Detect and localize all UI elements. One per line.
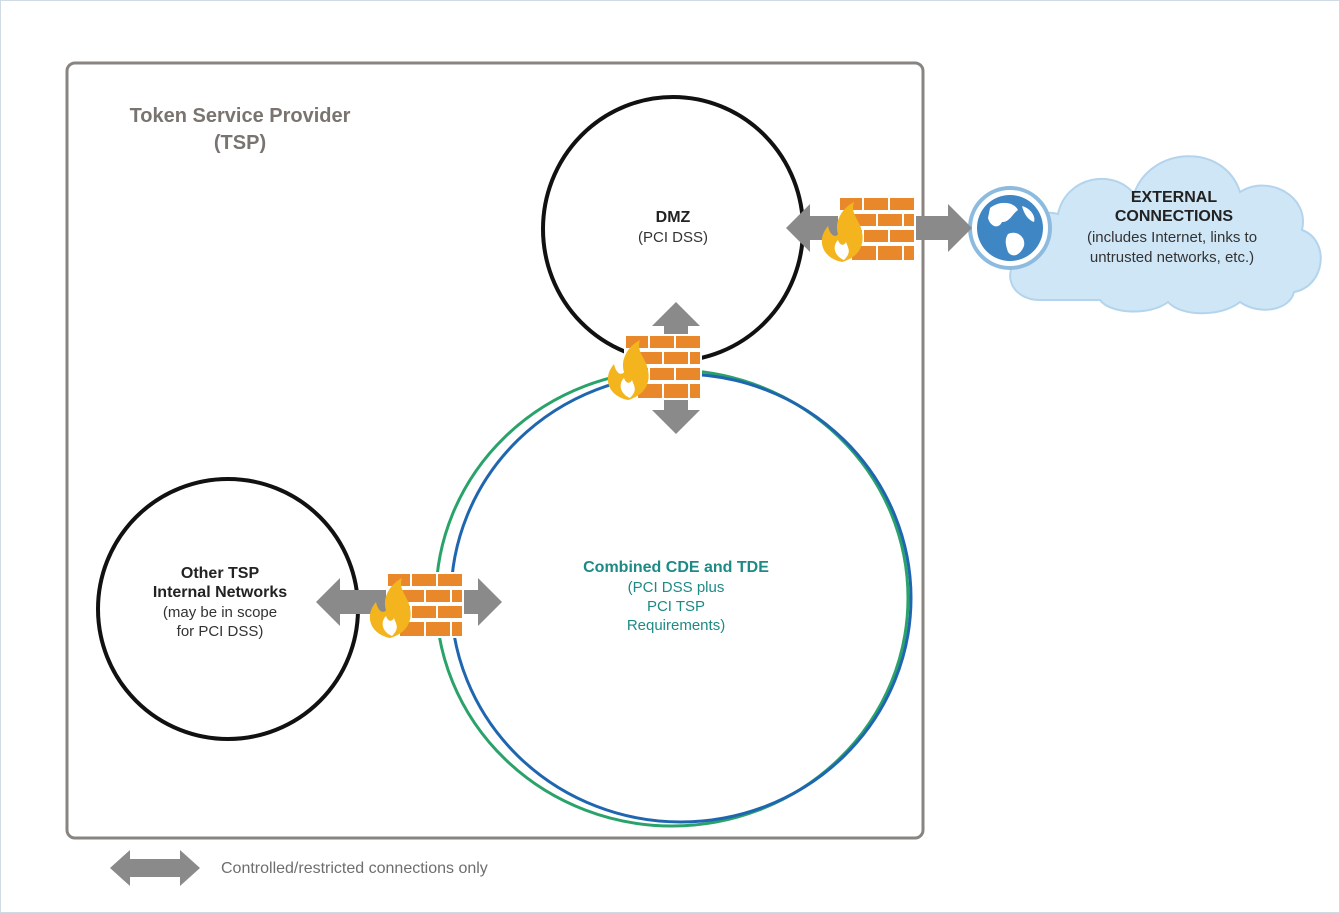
cde-sublabel-3: Requirements) [627,617,725,634]
globe-icon [968,186,1052,270]
cde-sublabel-1: (PCI DSS plus [628,579,725,596]
tsp-title-line1: Token Service Provider [130,105,351,127]
dmz-label: DMZ [656,209,691,226]
dmz-sublabel: (PCI DSS) [638,229,708,246]
tsp-boundary-box [65,61,925,840]
cde-sublabel-2: PCI TSP [647,598,705,615]
other-networks-label-1: Other TSP [181,565,260,582]
external-label-2: CONNECTIONS [1115,208,1234,225]
external-sublabel-2: untrusted networks, etc.) [1090,249,1254,266]
other-networks-sublabel-1: (may be in scope [163,604,277,621]
legend-double-arrow-icon [110,850,200,886]
other-networks-label-2: Internal Networks [153,584,287,601]
tsp-title-line2: (TSP) [214,132,266,154]
other-networks-sublabel-2: for PCI DSS) [177,623,264,640]
legend-text: Controlled/restricted connections only [221,860,488,877]
external-label-1: EXTERNAL [1131,189,1217,206]
cde-label: Combined CDE and TDE [583,559,769,576]
external-sublabel-1: (includes Internet, links to [1087,229,1257,246]
